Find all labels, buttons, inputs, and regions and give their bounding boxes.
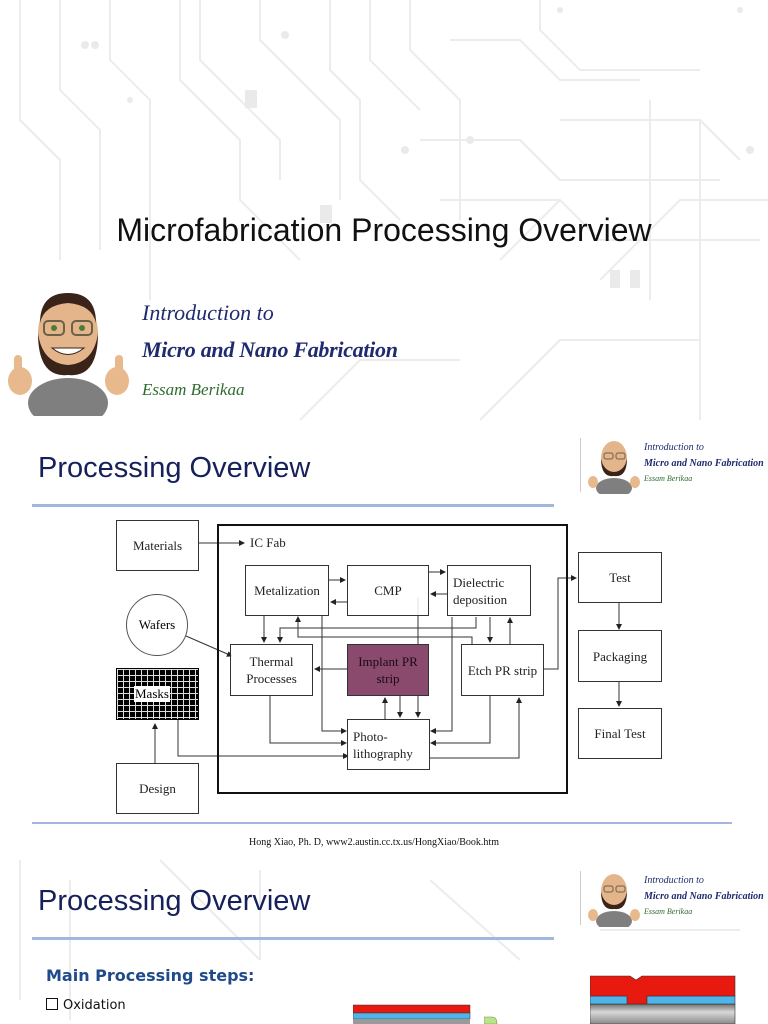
author-name: Essam Berikaa — [142, 380, 245, 399]
ic-fab-frame — [217, 524, 568, 794]
photolithography-box: Photo- lithography — [347, 719, 430, 770]
logo-line3: Essam Berikaa — [644, 907, 693, 916]
thermal-processes-box: Thermal Processes — [230, 644, 313, 696]
design-box: Design — [116, 763, 199, 814]
wafer-stack-illustration-left — [353, 1004, 471, 1024]
logo-line1: Introduction to — [644, 442, 704, 453]
checkbox-bullet-icon — [46, 998, 58, 1010]
citation-text: Hong Xiao, Ph. D, www2.austin.cc.tx.us/H… — [249, 837, 499, 848]
materials-box: Materials — [116, 520, 199, 571]
masks-label: Masks — [134, 686, 170, 702]
slide2-title: Processing Overview — [38, 885, 311, 917]
logo-line3: Essam Berikaa — [644, 474, 693, 483]
implant-pr-strip-box: Implant PR strip — [347, 644, 429, 696]
dielectric-deposition-box: Dielectric deposition — [447, 565, 531, 616]
ic-fab-label: IC Fab — [250, 535, 286, 550]
test-box: Test — [578, 552, 662, 603]
cmp-box: CMP — [347, 565, 429, 616]
slide1-title-rule — [32, 504, 554, 507]
slide2-course-logo: Introduction to Micro and Nano Fabricati… — [580, 869, 768, 927]
logo-avatar-icon — [588, 441, 640, 494]
etch-pr-strip-box: Etch PR strip — [461, 644, 544, 696]
slide1-footer-rule — [32, 822, 732, 824]
wafers-node: Wafers — [126, 594, 188, 656]
logo-line2: Micro and Nano Fabrication — [644, 891, 764, 902]
course-subtitle: Introduction to — [142, 300, 274, 325]
logo-divider — [580, 438, 581, 492]
logo-avatar-icon — [588, 874, 640, 927]
logo-line2: Micro and Nano Fabrication — [644, 458, 764, 469]
avatar-image — [2, 283, 135, 416]
slide1-course-logo: Introduction to Micro and Nano Fabricati… — [580, 436, 768, 494]
step-label: Oxidation — [63, 998, 126, 1013]
wafer-stack-illustration-right — [590, 975, 736, 1024]
course-name: Micro and Nano Fabrication — [142, 337, 398, 362]
step-item: Oxidation — [46, 998, 126, 1013]
slide2-title-rule — [32, 937, 554, 940]
masks-node: Masks — [116, 668, 199, 720]
cover-title: Microfabrication Processing Overview — [116, 212, 652, 248]
logo-divider — [580, 871, 581, 925]
steps-heading: Main Processing steps: — [46, 966, 255, 985]
metalization-box: Metalization — [245, 565, 329, 616]
slide1-title: Processing Overview — [38, 452, 311, 484]
process-arrow-icon — [484, 1016, 498, 1024]
final-test-box: Final Test — [578, 708, 662, 759]
logo-line1: Introduction to — [644, 875, 704, 886]
packaging-box: Packaging — [578, 630, 662, 682]
